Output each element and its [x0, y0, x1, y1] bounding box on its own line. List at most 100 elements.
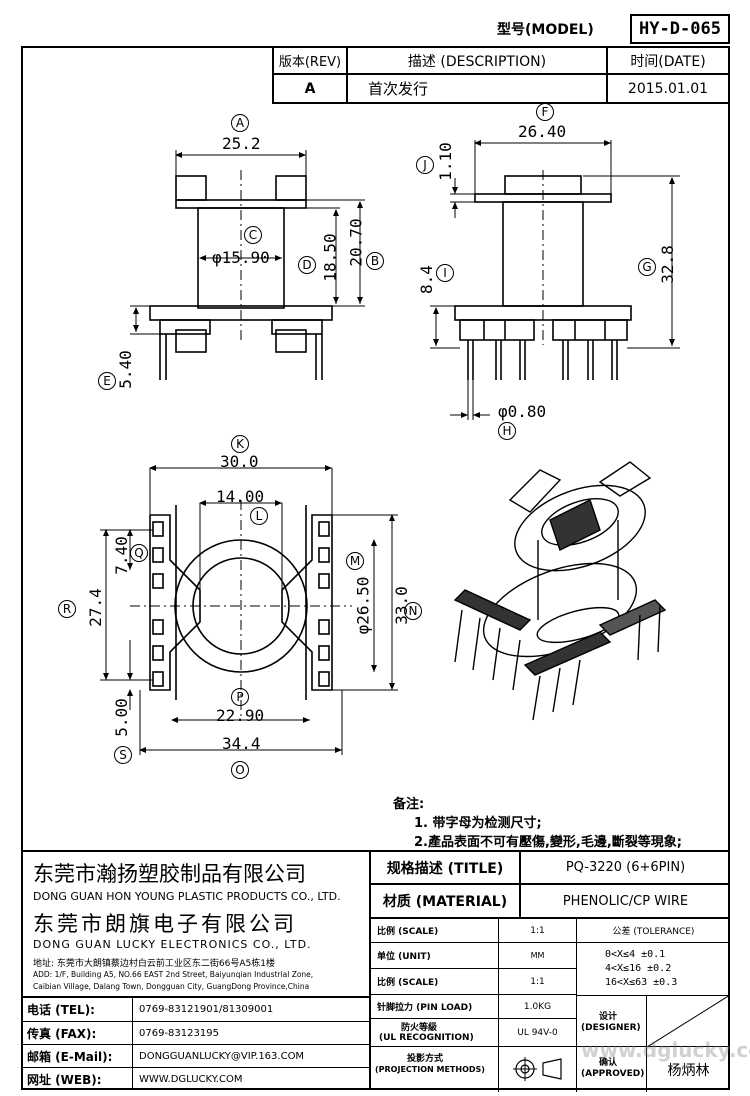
- dim-G: 32.8: [657, 245, 677, 284]
- scale2-value: 1:1: [499, 969, 577, 995]
- scale2-label: 比例 (SCALE): [371, 969, 499, 995]
- company1-cn: 东莞市瀚扬塑胶制品有限公司: [33, 862, 306, 886]
- letter-K: K: [231, 435, 249, 453]
- letter-C: C: [244, 226, 262, 244]
- scale-label: 比例 (SCALE): [371, 919, 499, 943]
- email-label: 邮箱 (E-Mail):: [21, 1045, 133, 1068]
- note-1: 1. 带字母为检测尺寸;: [414, 816, 542, 831]
- letter-F: F: [536, 103, 554, 121]
- material-value: PHENOLIC/CP WIRE: [521, 885, 730, 919]
- address-cn: 地址: 东莞市大朗镇蔡边村白云前工业区东二街66号A5栋1楼: [33, 959, 275, 969]
- dim-L: 14.00: [216, 487, 265, 506]
- approved-cell: 确认 (APPROVED): [577, 1047, 647, 1092]
- scale-value: 1:1: [499, 919, 577, 943]
- letter-P: P: [231, 688, 249, 706]
- contact-table: 电话 (TEL): 0769-83121901/81309001 传真 (FAX…: [21, 998, 371, 1092]
- company-box: 东莞市瀚扬塑胶制品有限公司 DONG GUAN HON YOUNG PLASTI…: [21, 852, 371, 998]
- fax-label: 传真 (FAX):: [21, 1022, 133, 1045]
- model-label: 型号(MODEL): [497, 22, 594, 38]
- model-value: HY-D-065: [630, 14, 730, 44]
- letter-N: N: [404, 602, 422, 620]
- letter-B: B: [366, 252, 384, 270]
- letter-A: A: [231, 114, 249, 132]
- letter-H: H: [498, 422, 516, 440]
- projection-symbol: [499, 1047, 577, 1092]
- revision-table: 版本(REV) 描述 (DESCRIPTION) 时间(DATE) A 首次发行…: [272, 46, 730, 104]
- title-label: 规格描述 (TITLE): [371, 852, 521, 885]
- dim-J: 1.10: [435, 142, 455, 181]
- note-2: 2.產品表面不可有壓傷,變形,毛邊,斷裂等現象;: [414, 835, 682, 850]
- approved-label-en: (APPROVED): [581, 1069, 645, 1079]
- dim-B: 20.70: [346, 218, 366, 267]
- letter-S: S: [114, 746, 132, 764]
- projection-label: 投影方式 (PROJECTION METHODS): [371, 1047, 499, 1092]
- dim-S: 5.00: [111, 698, 131, 737]
- title-block: 东莞市瀚扬塑胶制品有限公司 DONG GUAN HON YOUNG PLASTI…: [21, 850, 750, 1092]
- front-view: [130, 150, 365, 380]
- tel-label: 电话 (TEL):: [21, 998, 133, 1022]
- letter-I: I: [436, 264, 454, 282]
- designer-label-cn: 设计: [599, 1012, 618, 1022]
- address-en-1: ADD: 1/F, Building A5, NO.66 EAST 2nd St…: [33, 970, 314, 979]
- designer-label-en: (DESIGNER): [581, 1023, 641, 1033]
- pinload-value: 1.0KG: [499, 995, 577, 1019]
- ul-label-cn: 防火等級: [401, 1023, 438, 1033]
- tel-value: 0769-83121901/81309001: [133, 998, 371, 1022]
- material-label: 材质 (MATERIAL): [371, 885, 521, 919]
- bottom-view: [100, 465, 398, 755]
- unit-label: 单位 (UNIT): [371, 943, 499, 969]
- letter-D: D: [298, 256, 316, 274]
- letter-O: O: [231, 761, 249, 779]
- designer-value: [646, 994, 731, 1048]
- dim-C: φ15.90: [212, 248, 270, 267]
- ul-label-en: (UL RECOGNITION): [379, 1033, 474, 1043]
- letter-L: L: [250, 507, 268, 525]
- dim-D: 18.50: [320, 233, 340, 282]
- email-value: DONGGUANLUCKY@VIP.163.COM: [133, 1045, 371, 1068]
- watermark: www.dglucky.com: [581, 1038, 750, 1062]
- address-en-2: Caibian Village, Dalang Town, Dongguan C…: [33, 982, 310, 991]
- pinload-label: 针脚拉力 (PIN LOAD): [371, 995, 499, 1019]
- fax-value: 0769-83123195: [133, 1022, 371, 1045]
- projection-label-cn: 投影方式: [407, 1054, 444, 1064]
- dim-H: φ0.80: [498, 402, 547, 421]
- side-view: [430, 140, 680, 420]
- dim-F: 26.40: [518, 122, 567, 141]
- tolerance-1: 0<X≤4 ±0.1: [605, 949, 666, 960]
- approved-value: 杨炳林: [667, 1062, 710, 1079]
- tolerance-3: 16<X≤63 ±0.3: [605, 977, 678, 988]
- company1-en: DONG GUAN HON YOUNG PLASTIC PRODUCTS CO.…: [33, 890, 341, 903]
- spec-table: 规格描述 (TITLE) PQ-3220 (6+6PIN) 材质 (MATERI…: [371, 852, 750, 1092]
- dim-I: 8.4: [416, 265, 436, 294]
- letter-G: G: [638, 258, 656, 276]
- dim-Q: 7.40: [111, 536, 131, 575]
- tolerance-values: 0<X≤4 ±0.1 4<X≤16 ±0.2 16<X≤63 ±0.3: [577, 943, 730, 996]
- dim-A: 25.2: [222, 134, 261, 153]
- dim-P: 22.90: [216, 706, 265, 725]
- projection-icon: [513, 1057, 562, 1081]
- technical-drawing: [100, 140, 680, 755]
- tolerance-label: 公差 (TOLERANCE): [577, 919, 730, 943]
- dim-E: 5.40: [115, 350, 135, 389]
- tolerance-2: 4<X≤16 ±0.2: [605, 963, 672, 974]
- approved-label-cn: 确认: [599, 1058, 618, 1068]
- web-value: WWW.DGLUCKY.COM: [133, 1068, 371, 1090]
- date-value: 2015.01.01: [606, 73, 730, 104]
- isometric-view: [453, 461, 667, 721]
- web-label: 网址 (WEB):: [21, 1068, 133, 1090]
- notes-title: 备注:: [393, 797, 425, 812]
- dim-K: 30.0: [220, 452, 259, 471]
- title-value: PQ-3220 (6+6PIN): [521, 852, 730, 885]
- letter-M: M: [346, 552, 364, 570]
- letter-J: J: [416, 156, 434, 174]
- dim-O: 34.4: [222, 734, 261, 753]
- ul-value: UL 94V-0: [499, 1019, 577, 1047]
- designer-cell: 设计 (DESIGNER): [577, 995, 647, 1047]
- letter-Q: Q: [130, 544, 148, 562]
- company2-cn: 东莞市朗旗电子有限公司: [33, 912, 297, 936]
- dim-M: φ26.50: [353, 576, 373, 635]
- diagonal-line: [646, 994, 731, 1048]
- letter-E: E: [98, 372, 116, 390]
- company2-en: DONG GUAN LUCKY ELECTRONICS CO., LTD.: [33, 938, 312, 951]
- ul-label: 防火等級 (UL RECOGNITION): [371, 1019, 499, 1047]
